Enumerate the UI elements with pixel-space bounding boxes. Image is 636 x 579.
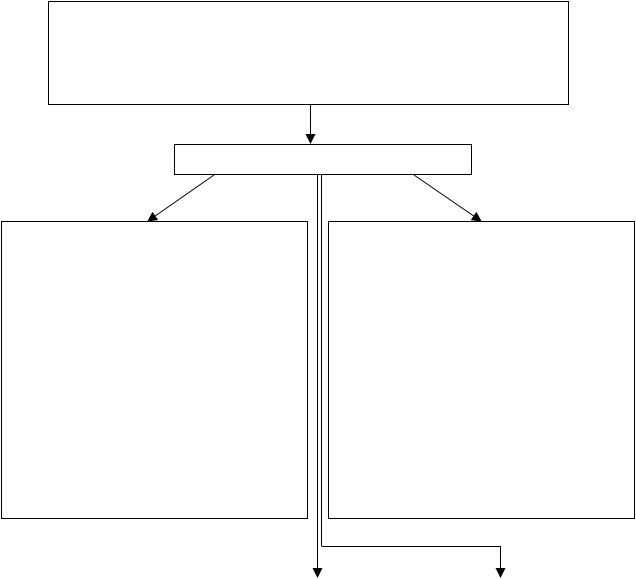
middle-to-left-arrow: [147, 174, 215, 222]
middle-to-right-arrow: [413, 174, 482, 222]
right-box: [328, 221, 635, 519]
left-box: [1, 221, 308, 519]
middle-box: [174, 144, 472, 175]
top-box: [48, 1, 569, 105]
